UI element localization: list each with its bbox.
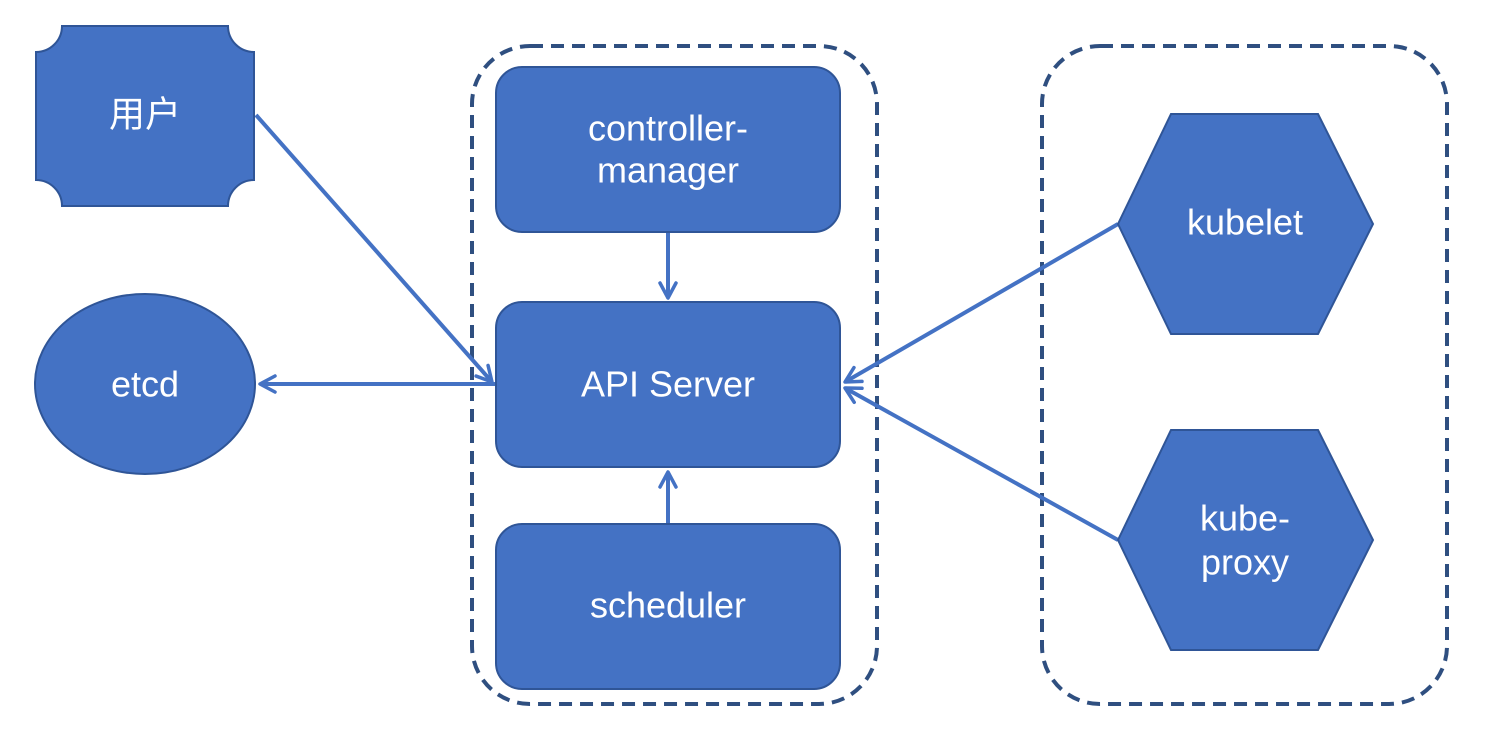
etcd-ellipse-shape bbox=[34, 293, 256, 475]
controller-manager-label-line2: manager bbox=[597, 150, 739, 191]
kube-proxy-label-line1: kube- bbox=[1200, 498, 1290, 539]
api-server-box bbox=[495, 301, 841, 468]
kube-proxy-label-line2: proxy bbox=[1201, 542, 1289, 583]
user-node: 用户 bbox=[35, 25, 255, 207]
controller-manager-label-line1: controller- bbox=[588, 108, 748, 149]
scheduler-label: scheduler bbox=[590, 585, 746, 626]
edge-kube-proxy-to-api-server bbox=[843, 386, 1119, 542]
edge-user-to-api-server bbox=[254, 113, 494, 384]
api-server-node: API Server bbox=[495, 301, 841, 468]
scheduler-box bbox=[495, 523, 841, 690]
kube-proxy-hexagon-shape bbox=[1116, 429, 1375, 651]
kube-proxy-node: kube- proxy bbox=[1116, 429, 1375, 651]
controller-manager-node: controller- manager bbox=[495, 66, 841, 233]
etcd-label: etcd bbox=[111, 364, 179, 405]
edges bbox=[254, 113, 1120, 542]
user-plaque-shape bbox=[35, 25, 255, 207]
api-server-label: API Server bbox=[581, 364, 755, 405]
kubelet-node: kubelet bbox=[1116, 113, 1375, 335]
worker-node-group bbox=[1040, 44, 1449, 706]
etcd-node: etcd bbox=[34, 293, 256, 475]
kubelet-hexagon-shape bbox=[1116, 113, 1375, 335]
edge-kubelet-to-api-server bbox=[843, 222, 1120, 384]
user-label: 用户 bbox=[109, 94, 181, 135]
scheduler-node: scheduler bbox=[495, 523, 841, 690]
control-plane-group bbox=[470, 44, 879, 706]
kubelet-label: kubelet bbox=[1187, 202, 1303, 243]
controller-manager-box bbox=[495, 66, 841, 233]
